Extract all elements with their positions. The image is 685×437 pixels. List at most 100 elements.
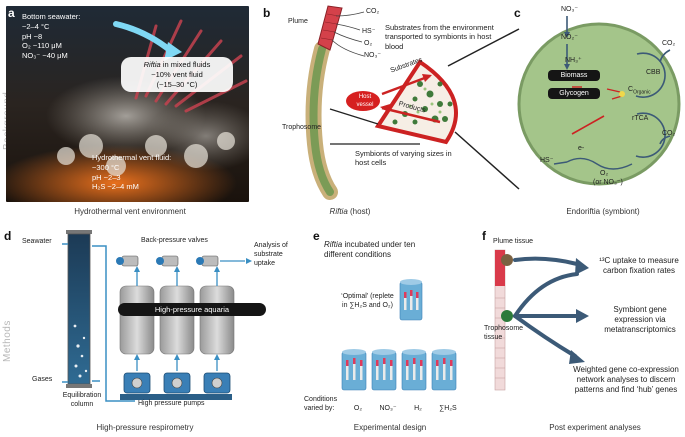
panel-b-caption: Riftia (host) — [329, 207, 371, 216]
vent-line: ~300 °C — [92, 162, 120, 172]
panel-f-letter: f — [482, 229, 486, 243]
symbiont-cell-diagram — [517, 16, 681, 186]
condition-no3: NO₃⁻ — [379, 405, 397, 412]
conditions-label: Conditions varied by: — [304, 396, 338, 412]
nh3-label: NH₃⁺ — [565, 57, 582, 64]
zoom-line-bottom — [454, 131, 520, 190]
aquaria-label: High-pressure aquaria — [118, 303, 266, 316]
cbb-label: CBB — [646, 69, 661, 76]
trophosome-label: Trophosome — [282, 124, 322, 131]
back-pressure-valves — [116, 255, 219, 267]
vent-photo-illustration — [6, 6, 249, 202]
co2-label: CO₂ — [366, 8, 380, 15]
rtca-label: rTCA — [632, 115, 649, 122]
zoom-line-top — [447, 28, 520, 67]
riftia-plume — [317, 5, 343, 51]
seawater-conditions: Bottom seawater: ~2–4 °C pH ~8 O₂ ~110 μ… — [22, 12, 80, 61]
current-arrow-head — [164, 42, 182, 61]
gene-expression-text: Symbiont gene expression via metatranscr… — [604, 305, 676, 334]
panel-e-caption: Experimental design — [353, 423, 427, 432]
conditions-tanks — [341, 279, 457, 391]
no3-label: NO₃⁻ — [364, 52, 382, 59]
vent-photo — [6, 6, 249, 202]
rtca-cycle — [635, 112, 666, 158]
vent-line: Hydrothermal vent fluid: — [92, 153, 172, 162]
mixed-fluids-title: Riftia in mixed fluids — [143, 60, 211, 69]
seawater-line: pH ~8 — [22, 31, 43, 41]
co2-top-label: CO₂ — [662, 40, 676, 47]
analysis-label: Analysis of substrate uptake — [254, 242, 288, 267]
seawater-line: Bottom seawater: — [22, 12, 81, 21]
trophosome-tissue-label: Trophosome tissue — [484, 325, 524, 341]
panel-d-caption: High-pressure respirometry — [96, 423, 194, 432]
panel-d-letter: d — [4, 229, 12, 243]
trophosome-body — [309, 45, 334, 196]
wgcna-text: Weighted gene co-expression network anal… — [573, 365, 679, 394]
condition-o2: O₂ — [353, 405, 363, 412]
current-arrow-shaft — [113, 21, 174, 54]
seawater-label: Seawater — [22, 238, 52, 245]
panel-a-caption: Hydrothermal vent environment — [74, 207, 186, 216]
no2-label: NO₂⁻ — [561, 34, 578, 41]
arrow-to-uptake — [513, 256, 579, 266]
vent-line: H₂S ~2–4 mM — [92, 182, 139, 192]
vent-line: pH ~2–3 — [92, 172, 121, 182]
plume-tissue-label: Plume tissue — [493, 238, 534, 245]
equilibration-label: Equilibration column — [62, 392, 102, 408]
symbiont-cell — [517, 22, 681, 186]
incubated-text: Riftia incubated under ten different con… — [324, 240, 416, 259]
condition-h2s: ∑H₂S — [439, 405, 457, 412]
o2-label-c: O₂ — [600, 170, 609, 177]
o2-label: O₂ — [364, 40, 373, 47]
seawater-line: O₂ ~110 μM — [22, 41, 62, 51]
panel-a-letter: a — [8, 6, 15, 20]
panel-b-letter: b — [263, 6, 271, 20]
seawater-line: ~2–4 °C — [22, 21, 50, 31]
arrow-to-uptake-2 — [513, 272, 579, 318]
transport-text: Substrates from the environment transpor… — [385, 23, 494, 51]
optimal-label: ‘Optimal’ (replete in ∑H₂S and O₂) — [341, 293, 394, 309]
mixed-fluids-line: (~15–30 °C) — [156, 79, 198, 89]
pumps-label: High pressure pumps — [138, 400, 205, 407]
symbionts-text: Symbionts of varying sizes in host cells — [355, 149, 452, 168]
electron-label: e- — [578, 145, 585, 152]
substrates-arrow — [381, 74, 431, 96]
mixed-fluids-line: ~10% vent fluid — [151, 69, 203, 79]
gases-label: Gases — [32, 376, 53, 383]
hs-label-c: HS⁻ — [540, 157, 554, 164]
panel-c-letter: c — [514, 6, 521, 20]
plume-label: Plume — [288, 18, 308, 25]
c-organic: C — [628, 86, 634, 93]
organic-sub: Organic — [633, 89, 651, 96]
arrow-to-wgcna — [513, 314, 577, 358]
valves-label: Back-pressure valves — [141, 237, 208, 244]
panel-f-caption: Post experiment analyses — [549, 423, 641, 432]
condition-h2: H₂ — [414, 405, 422, 412]
riftia-diagram — [305, 5, 520, 200]
respirometry-diagram — [62, 230, 252, 402]
blood-vessel-cross-section — [374, 59, 458, 145]
uptake-text: ¹³C uptake to measure carbon fixation ra… — [599, 256, 679, 275]
organic-carbon-node — [619, 91, 625, 97]
equilibration-column — [67, 233, 91, 385]
high-pressure-pumps — [120, 372, 232, 400]
optimal-tank — [399, 279, 423, 321]
mixed-fluids-bubble: Riftia in mixed fluids ~10% vent fluid (… — [121, 57, 233, 93]
no3-top-label: NO₃⁻ — [561, 6, 579, 13]
trophosome-tissue-sample — [501, 310, 513, 322]
host-vessel-label: Host vessel — [356, 94, 374, 108]
host-vessel — [346, 91, 380, 111]
or-no3-label: (or NO₃⁻) — [593, 179, 623, 186]
plume-tissue-sample — [501, 254, 513, 266]
aquaria-cylinders — [119, 285, 235, 355]
hs-label: HS⁻ — [362, 28, 376, 35]
co2-bottom-label: CO₂ — [662, 130, 676, 137]
panel-c-caption: Endoriftia (symbiont) — [566, 207, 640, 216]
vent-fluid-conditions: Hydrothermal vent fluid: ~300 °C pH ~2–3… — [92, 153, 171, 192]
panel-e-letter: e — [313, 229, 320, 243]
condition-tanks-row — [341, 349, 457, 391]
seawater-line: NO₃⁻ ~40 μM — [22, 51, 68, 60]
biomass-box: Biomass — [548, 70, 600, 81]
c-organic-label: COrganic — [628, 86, 651, 96]
glycogen-box: Glycogen — [548, 88, 600, 99]
